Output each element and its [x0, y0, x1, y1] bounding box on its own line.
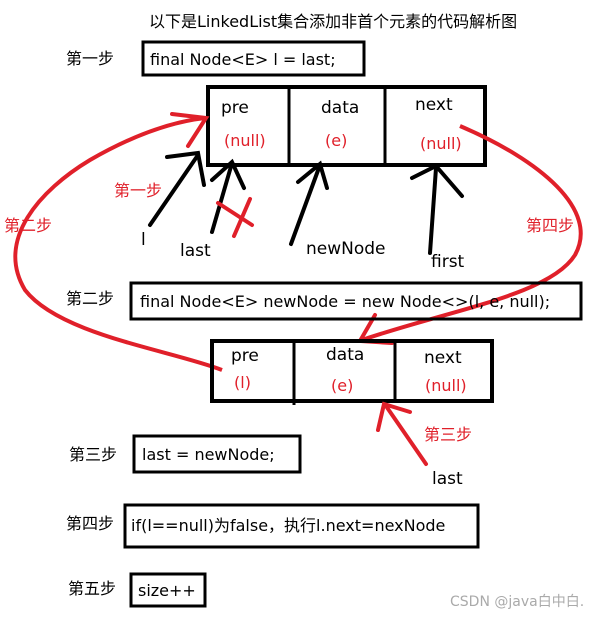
node-1: pre data next (null) (e) (null)	[206, 85, 487, 167]
step-2-arrow-head	[170, 112, 210, 148]
node-1-pre-value: (null)	[224, 131, 266, 150]
cross-mark-icon	[216, 197, 254, 238]
annotation-step-3: 第三步	[424, 425, 472, 444]
step-2-code-box	[129, 281, 583, 321]
step-1-code: final Node<E> l = last;	[150, 50, 336, 69]
node-2-pre-value: (l)	[234, 373, 251, 392]
label-last: last	[180, 241, 211, 261]
l-arrow-head	[165, 150, 206, 187]
label-first: first	[431, 252, 465, 272]
node-2-box	[210, 339, 494, 403]
step-3-code: last = newNode;	[142, 445, 275, 464]
step-3-code-box	[132, 434, 302, 474]
step-2-arrow	[13, 116, 223, 372]
step-3-label: 第三步	[69, 445, 117, 464]
step-1-label: 第一步	[66, 49, 114, 68]
node-1-next-value: (null)	[420, 134, 462, 153]
step-4-code: if(l==null)为false，执行l.next=nexNode	[131, 516, 445, 535]
first-arrow	[428, 166, 438, 255]
label-newnode: newNode	[306, 239, 386, 259]
first-arrow-head	[410, 163, 464, 198]
node-2-pre-label: pre	[231, 346, 259, 366]
node-1-box	[206, 85, 487, 167]
node-2: pre data next (l) (e) (null)	[210, 339, 494, 405]
step-4-arrow	[361, 124, 583, 342]
watermark: CSDN @java白中白.	[450, 594, 584, 610]
annotation-step-2: 第二步	[4, 216, 52, 235]
node-2-data-label: data	[326, 345, 364, 365]
last-arrow-head	[210, 158, 246, 190]
label-last-2: last	[432, 469, 463, 489]
step-3-arrow	[384, 404, 428, 466]
last-arrow	[210, 161, 234, 234]
label-l: l	[141, 230, 146, 250]
step-4-code-box	[123, 503, 480, 549]
step-2-label: 第二步	[66, 289, 114, 308]
newnode-arrow	[289, 163, 322, 246]
node-2-next-value: (null)	[425, 376, 467, 395]
annotation-step-1: 第一步	[114, 181, 162, 200]
node-1-next-label: next	[415, 95, 453, 115]
node-2-next-label: next	[424, 348, 462, 368]
step-5-label: 第五步	[68, 579, 116, 598]
step-4-label: 第四步	[66, 514, 114, 533]
node-1-data-value: (e)	[325, 131, 347, 150]
newnode-arrow-head	[296, 160, 329, 190]
node-1-data-label: data	[321, 98, 359, 118]
node-2-data-value: (e)	[331, 376, 353, 395]
annotation-step-4: 第四步	[526, 216, 574, 235]
step-3-arrow-head	[376, 401, 412, 432]
step-5-code-box	[129, 572, 207, 608]
step-5-code: size++	[138, 581, 196, 600]
diagram-title: 以下是LinkedList集合添加非首个元素的代码解析图	[149, 12, 517, 31]
pointer-arrows-node-1	[148, 150, 464, 255]
l-arrow	[148, 153, 200, 227]
step-1-code-box	[141, 40, 366, 77]
node-1-pre-label: pre	[221, 98, 249, 118]
step-2-code: final Node<E> newNode = new Node<>(l, e,…	[140, 292, 550, 311]
